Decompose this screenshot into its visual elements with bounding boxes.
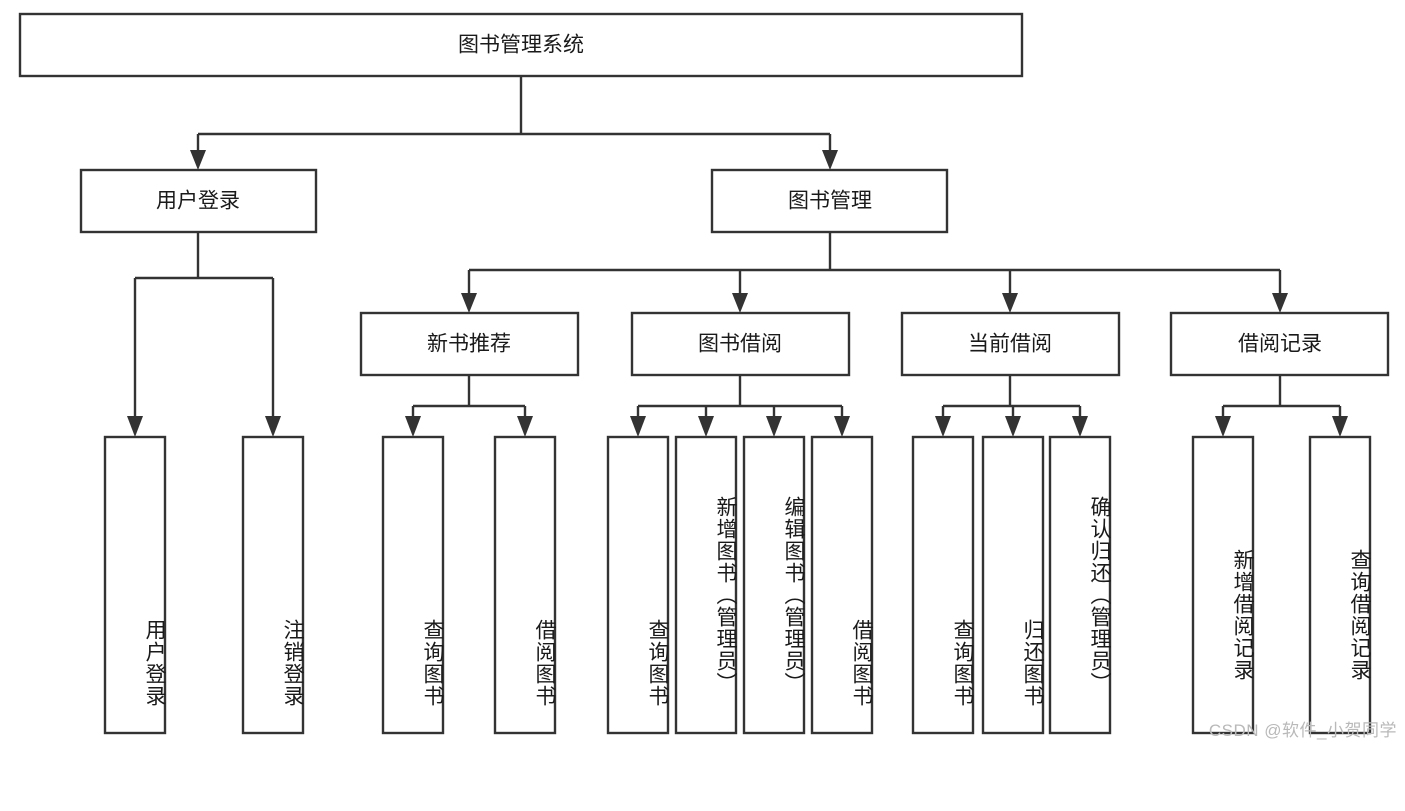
leaf-box-new-book-rec-1[interactable] bbox=[381, 435, 445, 735]
diagram-canvas: 图书管理系统 用户登录 图书管理 新书推荐 图书借阅 当前借阅 借阅记录 bbox=[18, 12, 1390, 735]
arrow-bb-leaf-4 bbox=[834, 416, 850, 437]
arrow-to-borrow-record bbox=[1272, 293, 1288, 313]
arrow-cb-leaf-3 bbox=[1072, 416, 1088, 437]
node-user-login[interactable]: 用户登录 bbox=[79, 168, 318, 234]
connector-group-newbookrec-to-leaves bbox=[405, 375, 533, 437]
arrow-to-current-borrow bbox=[1002, 293, 1018, 313]
connector-group-bookmanage-to-level2 bbox=[461, 232, 1288, 313]
node-current-borrow[interactable]: 当前借阅 bbox=[900, 311, 1121, 377]
node-borrow-record-box[interactable] bbox=[1169, 311, 1390, 377]
leaf-box-book-borrow-4[interactable] bbox=[810, 435, 874, 735]
leaf-box-user-login-2[interactable] bbox=[241, 435, 305, 735]
node-borrow-record[interactable]: 借阅记录 bbox=[1169, 311, 1390, 377]
node-user-login-label: 用户登录 bbox=[156, 190, 240, 213]
arrow-to-book-borrow bbox=[732, 293, 748, 313]
connector-group-userlogin-to-leaves bbox=[127, 232, 281, 437]
node-current-borrow-label: 当前借阅 bbox=[968, 333, 1052, 356]
arrow-nbr-leaf-1 bbox=[405, 416, 421, 437]
node-root-system[interactable]: 图书管理系统 bbox=[18, 12, 1024, 78]
arrow-bb-leaf-2 bbox=[698, 416, 714, 437]
arrow-nbr-leaf-2 bbox=[517, 416, 533, 437]
arrow-cb-leaf-2 bbox=[1005, 416, 1021, 437]
leaf-box-book-borrow-3[interactable] bbox=[742, 435, 806, 735]
leaf-box-borrow-record-1[interactable] bbox=[1191, 435, 1255, 735]
node-new-book-recommend-label: 新书推荐 bbox=[427, 333, 511, 356]
node-book-borrow[interactable]: 图书借阅 bbox=[630, 311, 851, 377]
arrow-br-leaf-1 bbox=[1215, 416, 1231, 437]
arrow-to-book-manage bbox=[822, 150, 838, 170]
node-book-manage-box[interactable] bbox=[710, 168, 949, 234]
node-borrow-record-label: 借阅记录 bbox=[1238, 333, 1322, 356]
leaf-box-borrow-record-2[interactable] bbox=[1308, 435, 1372, 735]
node-new-book-recommend-box[interactable] bbox=[359, 311, 580, 377]
leaf-box-current-borrow-2[interactable] bbox=[981, 435, 1045, 735]
node-new-book-recommend[interactable]: 新书推荐 bbox=[359, 311, 580, 377]
connector-group-borrowrecord-to-leaves bbox=[1215, 375, 1348, 437]
connector-group-bookborrow-to-leaves bbox=[630, 375, 850, 437]
arrow-to-new-book-rec bbox=[461, 293, 477, 313]
flowchart-diagram: 图书管理系统 用户登录 图书管理 新书推荐 图书借阅 当前借阅 借阅记录 bbox=[18, 12, 1397, 740]
node-root-box[interactable] bbox=[18, 12, 1024, 78]
leaf-box-book-borrow-2[interactable] bbox=[674, 435, 738, 735]
arrow-bb-leaf-3 bbox=[766, 416, 782, 437]
connector-group-root-to-level1 bbox=[190, 76, 838, 170]
leaf-box-current-borrow-1[interactable] bbox=[911, 435, 975, 735]
arrow-userlogin-leaf-1 bbox=[127, 416, 143, 437]
leaf-box-book-borrow-1[interactable] bbox=[606, 435, 670, 735]
leaf-box-current-borrow-3[interactable] bbox=[1048, 435, 1112, 735]
arrow-cb-leaf-1 bbox=[935, 416, 951, 437]
leaf-box-user-login-1[interactable] bbox=[103, 435, 167, 735]
node-current-borrow-box[interactable] bbox=[900, 311, 1121, 377]
arrow-bb-leaf-1 bbox=[630, 416, 646, 437]
node-book-borrow-box[interactable] bbox=[630, 311, 851, 377]
leaf-box-new-book-rec-2[interactable] bbox=[493, 435, 557, 735]
arrow-userlogin-leaf-2 bbox=[265, 416, 281, 437]
arrow-to-user-login bbox=[190, 150, 206, 170]
arrow-br-leaf-2 bbox=[1332, 416, 1348, 437]
node-book-manage-label: 图书管理 bbox=[788, 190, 872, 213]
node-book-borrow-label: 图书借阅 bbox=[698, 333, 782, 356]
node-root-label: 图书管理系统 bbox=[458, 34, 584, 57]
node-user-login-box[interactable] bbox=[79, 168, 318, 234]
node-book-manage[interactable]: 图书管理 bbox=[710, 168, 949, 234]
csdn-watermark: CSDN @软件_小贺同学 bbox=[1208, 721, 1397, 740]
connector-group-currentborrow-to-leaves bbox=[935, 375, 1088, 437]
